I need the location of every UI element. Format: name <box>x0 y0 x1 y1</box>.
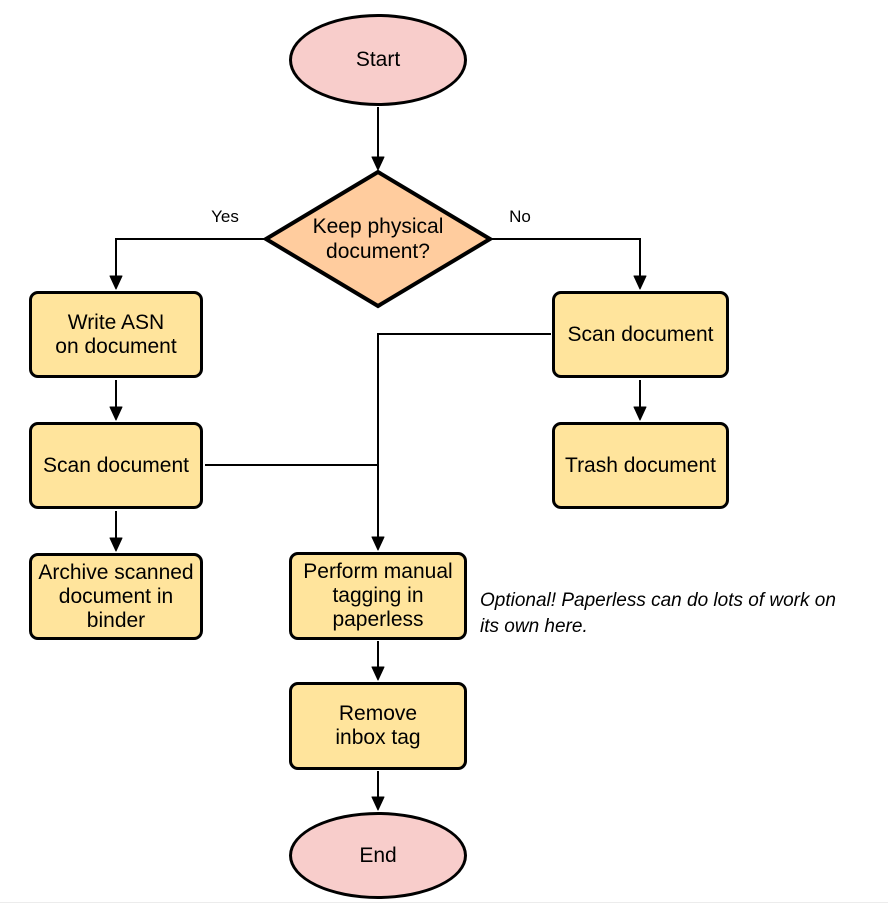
node-manual-tagging: Perform manual tagging in paperless <box>289 552 467 640</box>
node-write-asn-label: Write ASN on document <box>55 310 177 358</box>
node-remove-inbox-tag: Remove inbox tag <box>289 682 467 770</box>
node-scan-document-left-label: Scan document <box>43 453 189 477</box>
node-manual-tagging-label: Perform manual tagging in paperless <box>303 560 453 631</box>
edge-decision-yes <box>109 238 266 290</box>
edge-scanright-tagging <box>371 333 551 551</box>
edge-label-no: No <box>497 207 543 227</box>
annotation-note: Optional! Paperless can do lots of work … <box>480 590 836 637</box>
node-scan-document-left: Scan document <box>29 422 203 509</box>
node-trash-document-label: Trash document <box>565 453 716 477</box>
node-archive-binder: Archive scanned document in binder <box>29 553 203 640</box>
node-scan-document-right-label: Scan document <box>567 322 714 346</box>
node-remove-inbox-tag-label: Remove inbox tag <box>335 702 421 749</box>
node-decision-label: Keep physical document? <box>312 215 444 263</box>
decision-diamond-shape <box>262 169 494 309</box>
node-trash-document: Trash document <box>552 422 729 509</box>
page-bottom-rule <box>0 902 888 903</box>
node-start: Start <box>289 14 467 106</box>
edge-label-yes: Yes <box>202 207 248 227</box>
node-archive-binder-label: Archive scanned document in binder <box>38 560 194 632</box>
node-scan-document-right: Scan document <box>552 291 729 378</box>
node-start-label: Start <box>355 48 401 71</box>
node-write-asn: Write ASN on document <box>29 291 203 378</box>
node-end: End <box>289 812 467 899</box>
node-decision: Keep physical document? <box>278 200 478 278</box>
node-end-label: End <box>359 843 397 867</box>
edge-decision-no <box>490 238 647 290</box>
